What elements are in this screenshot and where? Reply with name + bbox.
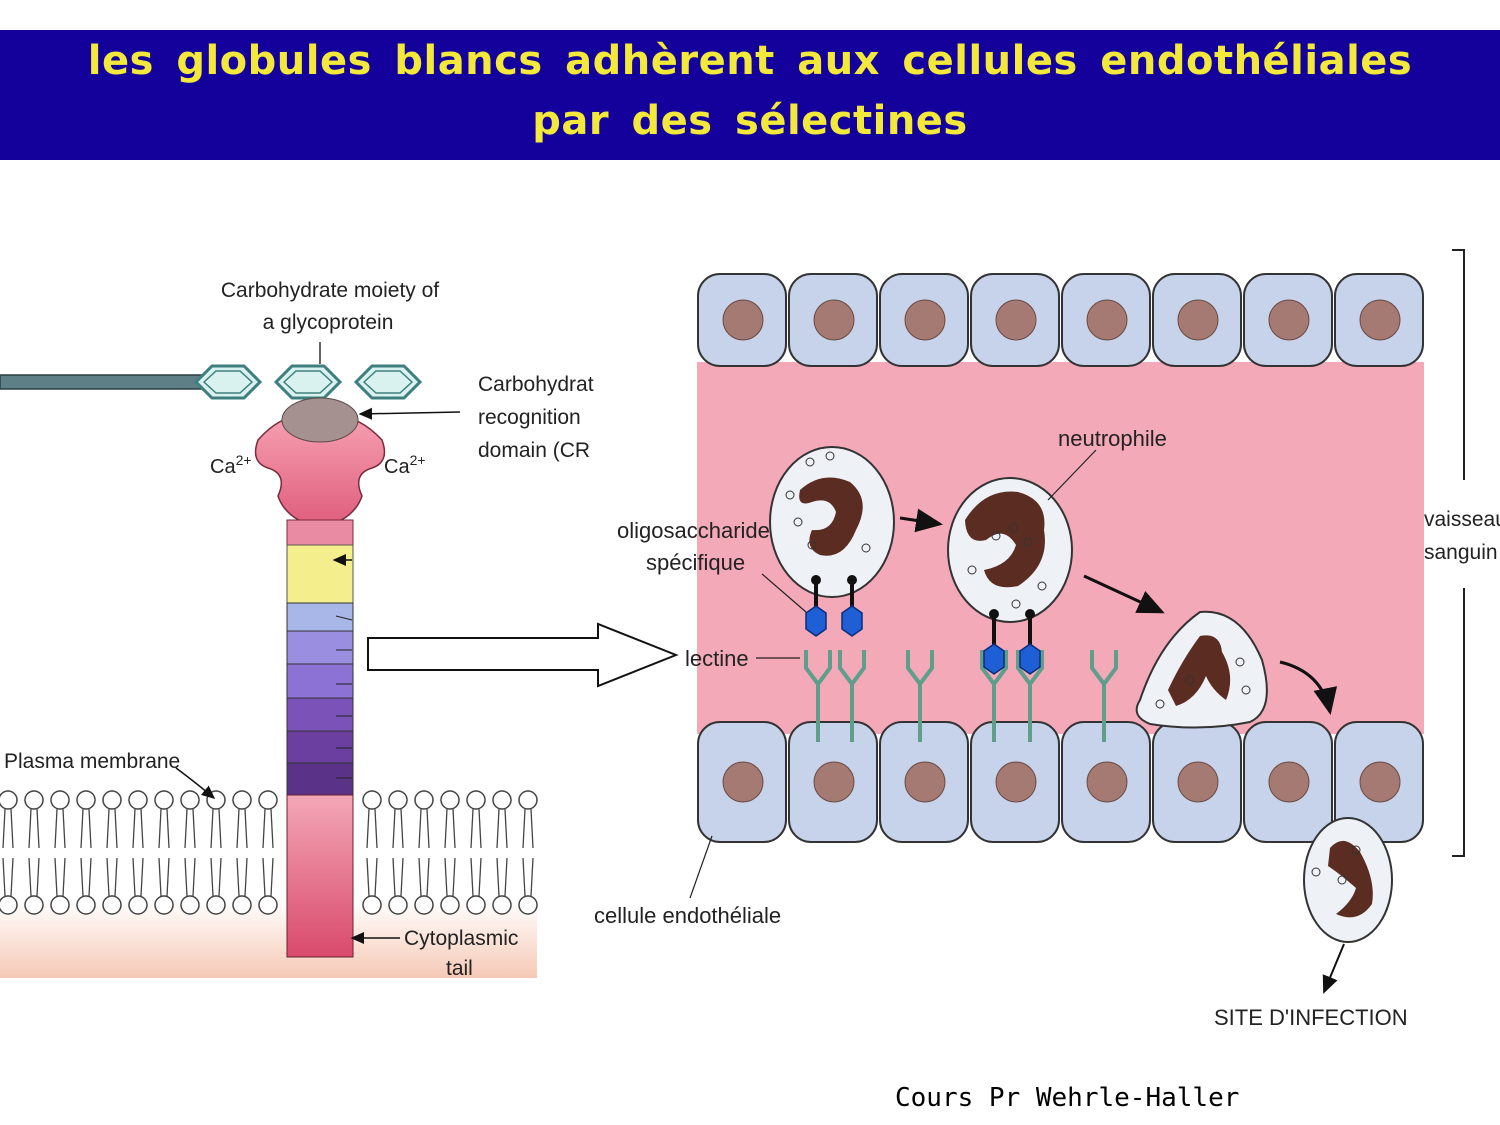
neutrophil-spreading — [1135, 610, 1268, 729]
cytoplasmic-tail-label-2: tail — [446, 957, 473, 980]
plasma-membrane-label: Plasma membrane — [4, 750, 180, 773]
glycoprotein-backbone — [0, 374, 206, 390]
calcium-label-left: Ca2+ — [210, 452, 252, 478]
title-banner — [0, 30, 1500, 160]
pointer-arrow — [367, 622, 679, 688]
site-infection-label: SITE D'INFECTION — [1214, 1005, 1408, 1030]
vaisseau-label-2: sanguin — [1424, 541, 1498, 564]
crd-label-3: domain (CR — [478, 439, 590, 462]
calcium-label-right: Ca2+ — [384, 452, 426, 478]
consensus-repeats — [286, 602, 354, 796]
neutrophil-rolling-2 — [947, 477, 1073, 675]
lectine-label: lectine — [685, 646, 749, 671]
slide-title-line-2: par des sélectines — [532, 98, 968, 144]
vaisseau-label-1: vaisseau — [1424, 508, 1500, 531]
egf-domain — [286, 544, 354, 604]
crd-label-1: Carbohydrat — [478, 373, 594, 396]
leukocyte-adhesion-panel: neutrophile oligosaccharide spécifique l… — [594, 249, 1500, 1030]
oligosaccharide-label-2: spécifique — [646, 550, 745, 575]
transmembrane-cytoplasmic-tail — [286, 794, 354, 958]
carbohydrate-chain — [193, 342, 423, 400]
endothelial-layer-bottom — [697, 721, 1424, 843]
crd-label-2: recognition — [478, 406, 581, 429]
bound-sugar-pocket — [281, 397, 359, 443]
oligosaccharide-label-1: oligosaccharide — [617, 518, 770, 543]
course-credit: Cours Pr Wehrle-Haller — [895, 1083, 1240, 1113]
cellule-endotheliale-label: cellule endothéliale — [594, 903, 781, 928]
carbohydrate-moiety-label-1: Carbohydrate moiety of — [221, 279, 439, 302]
carbohydrate-moiety-label-2: a glycoprotein — [263, 311, 394, 334]
lipid-bilayer — [0, 790, 538, 915]
neutrophil-rolling-1 — [769, 446, 895, 637]
cytoplasmic-tail-label-1: Cytoplasmic — [404, 927, 518, 950]
slide-title-line-1: les globules blancs adhèrent aux cellule… — [87, 38, 1413, 84]
endothelial-layer-top — [697, 273, 1424, 367]
lectin-receptors — [804, 650, 1118, 742]
selectin-structure-panel: Carbohydrate moiety of a glycoprotein Ca… — [0, 279, 594, 980]
neutrophile-label: neutrophile — [1058, 426, 1167, 451]
neutrophil-transmigrated — [1303, 817, 1393, 994]
